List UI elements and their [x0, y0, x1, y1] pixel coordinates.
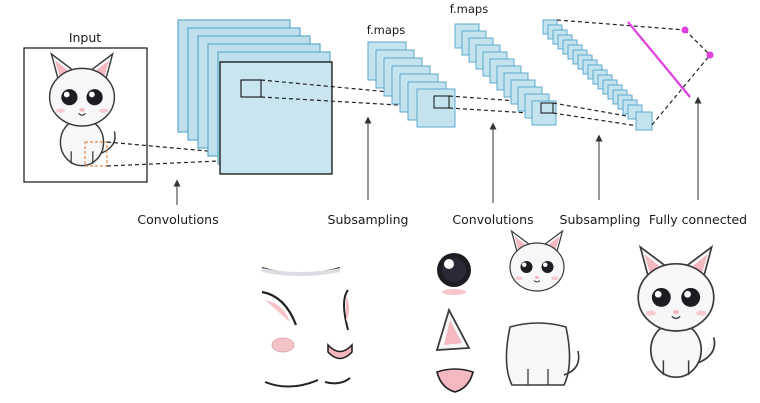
subsample2-feature-maps: [542, 19, 653, 131]
kitten-ear-feature: [435, 307, 471, 351]
input-label: Input: [69, 30, 101, 45]
convolutions-label-1: Convolutions: [137, 212, 218, 227]
fmaps-label-2: f.maps: [450, 2, 488, 16]
convolutions-label-2: Convolutions: [452, 212, 533, 227]
fully-connected-layer: [556, 19, 714, 126]
fully-connected-label: Fully connected: [649, 212, 747, 227]
subsampling-label-1: Subsampling: [328, 212, 409, 227]
conv1-feature-maps: [177, 19, 333, 175]
kitten-nose-feature: [436, 368, 474, 393]
kitten-eye-feature: [437, 253, 471, 295]
kitten-full-feature: [637, 246, 716, 379]
subsample1-feature-maps: [367, 41, 456, 128]
kernel-marker: [84, 141, 108, 167]
conv2-feature-maps: [454, 23, 557, 126]
low-level-feature-tiles: [261, 266, 353, 388]
kitten-head-feature: [509, 229, 565, 292]
fmaps-label-1: f.maps: [367, 23, 405, 37]
kitten-body-feature: [505, 322, 580, 386]
subsampling-label-2: Subsampling: [560, 212, 641, 227]
